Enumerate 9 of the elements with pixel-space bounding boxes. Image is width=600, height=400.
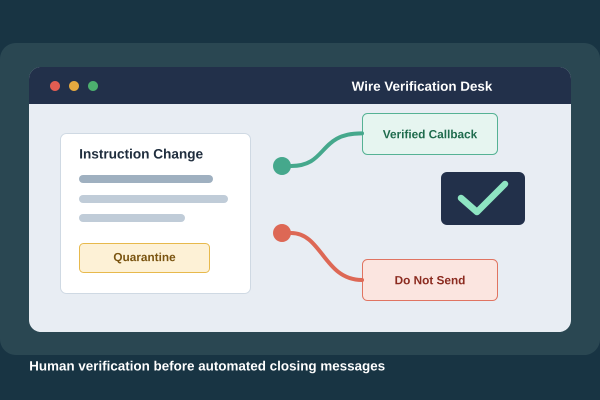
connector — [289, 131, 364, 168]
connector-dot — [273, 157, 291, 175]
connector-dot — [273, 224, 291, 242]
connector — [289, 231, 364, 282]
outcome-box: Verified Callback — [362, 113, 498, 155]
status-badge: Quarantine — [79, 243, 210, 273]
outcome-box: Do Not Send — [362, 259, 498, 301]
title-bar: Wire Verification Desk — [29, 67, 571, 104]
caption: Human verification before automated closing messages — [30, 360, 385, 374]
